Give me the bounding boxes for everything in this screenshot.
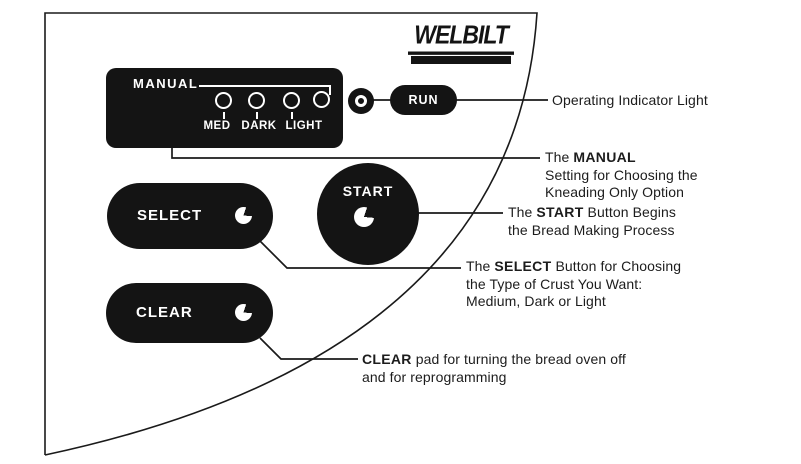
note-start-line2: the Bread Making Process: [508, 221, 675, 238]
start-button-label: START: [342, 183, 394, 199]
crust-label-light: LIGHT: [285, 120, 323, 132]
note-select-line1: The SELECT Button for Choosing: [466, 258, 682, 274]
note-manual-line3: Kneading Only Option: [545, 184, 684, 200]
note-operating-light: Operating Indicator Light: [552, 92, 708, 110]
note-select: The SELECT Button for Choosing the Type …: [466, 258, 711, 311]
note-start: The START Button Begins the Bread Making…: [508, 204, 698, 239]
manual-indicator-light: [313, 91, 330, 108]
light-indicator-light: [283, 92, 300, 109]
select-button[interactable]: SELECT: [107, 183, 273, 249]
button-notch-icon: [235, 304, 252, 321]
manual-panel: MANUAL MED DARK LIGHT: [106, 68, 343, 148]
indicator-ring-icon: [355, 95, 367, 107]
med-indicator-light: [215, 92, 232, 109]
crust-label-med: MED: [203, 120, 231, 132]
manual-panel-label: MANUAL: [133, 76, 199, 91]
note-manual-line1: The MANUAL: [545, 149, 636, 165]
button-notch-icon: [235, 207, 252, 224]
operating-indicator-light: [348, 88, 374, 114]
clear-callout-line: [259, 337, 358, 360]
dark-indicator-tick: [256, 112, 258, 119]
clear-button[interactable]: CLEAR: [106, 283, 273, 343]
welbilt-logo-underline-bar: [411, 56, 511, 64]
clear-button-label: CLEAR: [136, 304, 193, 321]
note-manual-line2: Setting for Choosing the: [545, 166, 698, 183]
note-clear-line2: and for reprogramming: [362, 368, 507, 385]
manual-callout-line: [171, 148, 540, 159]
dark-indicator-light: [248, 92, 265, 109]
select-callout-line: [259, 240, 461, 269]
light-indicator-tick: [291, 112, 293, 119]
note-start-line1: The START Button Begins: [508, 204, 677, 220]
note-manual: The MANUAL Setting for Choosing the Knea…: [545, 149, 735, 202]
note-clear-line1: CLEAR pad for turning the bread oven off: [362, 351, 626, 367]
welbilt-logo-text: WELBILT: [408, 20, 514, 55]
button-notch-icon: [354, 207, 374, 227]
run-label: RUN: [408, 93, 439, 107]
manual-pointer-line: [199, 85, 331, 95]
select-button-label: SELECT: [137, 207, 203, 224]
med-indicator-tick: [223, 112, 225, 119]
crust-label-dark: DARK: [241, 120, 277, 132]
run-label-pill: RUN: [390, 85, 457, 115]
note-select-line3: Medium, Dark or Light: [466, 293, 606, 309]
panel-outline-curve: [44, 12, 538, 456]
note-select-line2: the Type of Crust You Want:: [466, 275, 643, 292]
note-clear: CLEAR pad for turning the bread oven off…: [362, 351, 662, 386]
start-button[interactable]: START: [317, 163, 419, 265]
note-operating-text: Operating Indicator Light: [552, 92, 708, 108]
welbilt-logo: WELBILT: [408, 20, 514, 64]
